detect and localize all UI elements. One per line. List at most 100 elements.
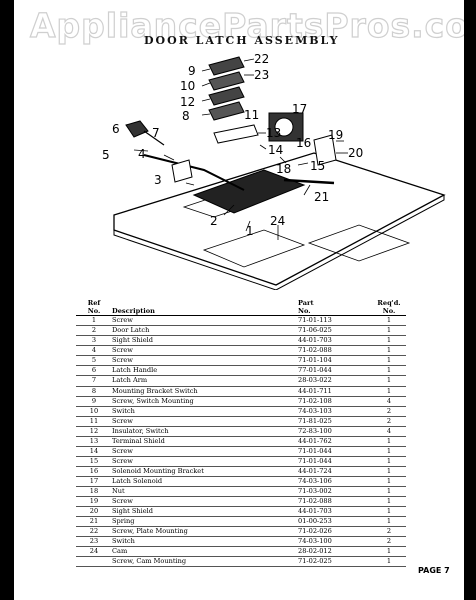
qty-cell: 2 <box>372 416 406 427</box>
qty-cell: 1 <box>372 365 406 377</box>
callout-8: 8 <box>182 109 190 123</box>
header-ref-no: No. <box>76 307 112 317</box>
header-part: Part <box>298 299 314 307</box>
header-description: Description <box>112 307 298 317</box>
part-number-cell: 74-03-103 <box>298 406 372 417</box>
solenoid-bracket <box>313 134 337 166</box>
qty-cell: 1 <box>372 546 406 558</box>
callout-4: 4 <box>138 147 146 161</box>
part-number-cell: 71-02-088 <box>298 496 372 508</box>
description-cell: Switch <box>112 536 298 548</box>
callout-20: 20 <box>348 146 363 160</box>
callout-10: 10 <box>180 79 195 93</box>
qty-cell: 1 <box>372 506 406 518</box>
header-ref: Ref <box>87 299 101 307</box>
qty-cell: 1 <box>372 486 406 498</box>
part-number-cell: 71-01-113 <box>298 315 372 327</box>
latch-handle <box>125 120 149 138</box>
qty-cell: 1 <box>372 456 406 467</box>
part-number-cell: 01-00-253 <box>298 516 372 528</box>
description-cell: Screw <box>112 496 298 508</box>
part-number-cell: 28-02-012 <box>298 546 372 558</box>
callout-17: 17 <box>292 102 307 116</box>
description-cell: Nut <box>112 486 298 498</box>
ref-cell: 23 <box>76 536 112 548</box>
part-number-cell: 71-06-025 <box>298 325 372 337</box>
watermark: AppliancePartsPros.com <box>29 5 464 45</box>
part-number-cell: 44-01-703 <box>298 506 372 518</box>
ref-cell: 12 <box>76 426 112 437</box>
part-number-cell: 71-02-026 <box>298 526 372 538</box>
switch-stack <box>208 86 245 106</box>
part-number-cell: 71-03-002 <box>298 486 372 498</box>
qty-cell: 1 <box>372 446 406 457</box>
part-number-cell: 74-03-106 <box>298 476 372 487</box>
description-cell: Door Latch <box>112 325 298 337</box>
callout-1: 1 <box>246 224 254 238</box>
description-cell: Latch Solenoid <box>112 476 298 487</box>
ref-cell: 17 <box>76 476 112 487</box>
ref-cell: 11 <box>76 416 112 427</box>
part-number-cell: 44-01-703 <box>298 335 372 347</box>
part-number-cell: 72-83-100 <box>298 426 372 437</box>
ref-cell: 5 <box>76 355 112 367</box>
latch-arm <box>143 130 165 146</box>
ref-cell: 8 <box>76 386 112 397</box>
description-cell: Screw <box>112 416 298 427</box>
qty-cell: 2 <box>372 406 406 417</box>
ref-cell: 6 <box>76 365 112 377</box>
ref-cell: 3 <box>76 335 112 347</box>
table-header-row: No. Description No. No. <box>76 307 406 317</box>
spring <box>283 178 335 185</box>
callout-16: 16 <box>296 136 311 150</box>
plate-cutout <box>202 229 306 268</box>
callout-6: 6 <box>112 122 120 136</box>
description-cell: Cam <box>112 546 298 558</box>
callout-18: 18 <box>276 162 291 176</box>
ref-cell <box>76 556 112 568</box>
description-cell: Sight Shield <box>112 506 298 518</box>
ref-cell: 7 <box>76 375 112 387</box>
callout-13: 13 <box>266 126 281 140</box>
qty-cell: 1 <box>372 325 406 337</box>
part-number-cell: 77-01-044 <box>298 365 372 377</box>
callout-22: 22 <box>254 52 269 66</box>
callout-3: 3 <box>154 173 162 187</box>
qty-cell: 1 <box>372 466 406 477</box>
switch-stack <box>208 71 245 91</box>
part-number-cell: 71-01-044 <box>298 446 372 457</box>
part-number-cell: 71-01-044 <box>298 456 372 467</box>
description-cell: Latch Arm <box>112 375 298 387</box>
qty-cell: 2 <box>372 526 406 538</box>
part-number-cell: 44-01-762 <box>298 436 372 447</box>
part-number-cell: 71-81-025 <box>298 416 372 427</box>
ref-cell: 4 <box>76 345 112 357</box>
part-number-cell: 74-03-100 <box>298 536 372 548</box>
callout-21: 21 <box>314 190 329 204</box>
ref-cell: 15 <box>76 456 112 467</box>
ref-cell: 9 <box>76 396 112 407</box>
part-number-cell: 44-01-724 <box>298 466 372 477</box>
part-number-cell: 44-01-711 <box>298 386 372 397</box>
qty-cell: 1 <box>372 345 406 357</box>
callout-15: 15 <box>310 159 325 173</box>
terminal-shield <box>213 124 259 144</box>
exploded-view-diagram: 9 10 12 8 22 23 11 13 17 6 7 5 4 14 16 1… <box>102 52 446 290</box>
callout-2: 2 <box>210 214 218 228</box>
ref-cell: 24 <box>76 546 112 558</box>
qty-cell: 1 <box>372 436 406 447</box>
qty-cell: 1 <box>372 496 406 508</box>
callout-7: 7 <box>152 126 160 140</box>
description-cell: Solenoid Mounting Bracket <box>112 466 298 477</box>
description-cell: Screw, Cam Mounting <box>112 556 298 568</box>
page-title: DOOR LATCH ASSEMBLY <box>144 34 340 47</box>
